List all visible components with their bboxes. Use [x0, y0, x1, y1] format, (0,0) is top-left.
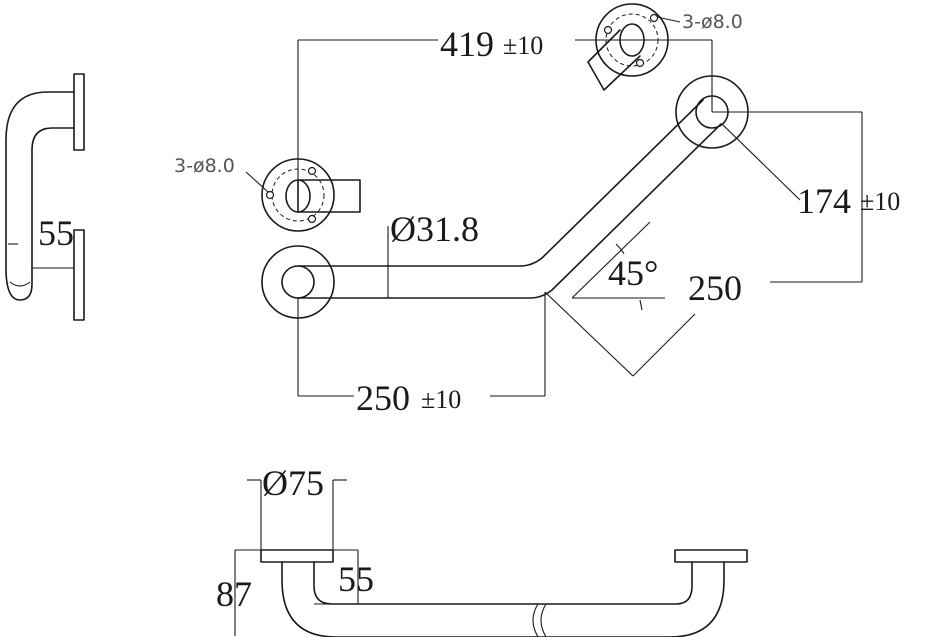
- left-mount-hole: [265, 190, 275, 200]
- side-clearance-label: 55: [38, 213, 74, 253]
- angle-arc: [615, 243, 625, 255]
- right-mount-detail: 3-ø8.0: [587, 3, 743, 91]
- top-tube-break: [532, 603, 539, 637]
- dimension-line: [632, 313, 696, 377]
- top-tube-outer: [281, 561, 725, 637]
- front-view: 3-ø8.0 3-ø8.0 419 ±10 1: [174, 3, 900, 418]
- side-flange-bottom: [73, 229, 85, 321]
- left-mount-hole: [307, 166, 317, 176]
- side-tube-inner: [31, 127, 75, 269]
- top-clearance-value: 55: [338, 559, 374, 599]
- tube-diameter-value: Ø31.8: [390, 209, 479, 249]
- dim-straight-length: 250 ±10: [297, 292, 546, 418]
- dim-overall-width: 419 ±10: [297, 24, 713, 190]
- left-mount-hole: [307, 214, 317, 224]
- left-mount-detail: 3-ø8.0: [174, 155, 361, 232]
- side-tube-outer: [5, 91, 75, 269]
- overall-width-value: 419: [440, 24, 494, 64]
- dim-angled-length: 250: [544, 123, 801, 377]
- left-flange-tube-end: [281, 265, 315, 299]
- bar-edge-top: [297, 99, 704, 267]
- flange-diameter-value: Ø75: [262, 463, 324, 503]
- bar-edge-bottom: [297, 123, 722, 299]
- projection-value: 87: [216, 574, 252, 614]
- left-mount-leader: [245, 171, 269, 193]
- extension-line: [721, 123, 801, 201]
- top-flange-right: [674, 549, 748, 563]
- left-mount-holes-note: 3-ø8.0: [174, 155, 235, 177]
- overall-width-tolerance: ±10: [503, 31, 543, 60]
- top-tube-break: [540, 603, 547, 637]
- right-mount-hole: [649, 13, 659, 23]
- left-mount-stub: [297, 179, 361, 213]
- rise-tolerance: ±10: [860, 187, 900, 216]
- top-tube-inner: [313, 561, 693, 605]
- side-tube-end-detail: [9, 281, 31, 287]
- angle-leg-line: [571, 221, 651, 299]
- right-mount-hole: [603, 25, 613, 35]
- dim-tube-diameter: Ø31.8: [387, 209, 479, 298]
- angled-length-value: 250: [688, 268, 742, 308]
- straight-length-value: 250: [356, 378, 410, 418]
- right-mount-stub: [587, 29, 641, 91]
- dim-angle: 45°: [571, 221, 665, 311]
- angle-tick: [639, 299, 643, 311]
- extension-line: [544, 291, 634, 377]
- side-tube-end: [5, 267, 33, 301]
- side-flange-top: [73, 73, 85, 151]
- angle-value: 45°: [608, 253, 658, 293]
- right-mount-holes-note: 3-ø8.0: [682, 11, 743, 33]
- straight-length-tolerance: ±10: [421, 385, 461, 414]
- side-view: 55: [5, 73, 85, 321]
- right-mount-hole: [635, 58, 645, 68]
- top-view: Ø75 87 55: [216, 463, 748, 637]
- top-flange-left: [260, 549, 334, 563]
- rise-value: 174: [797, 181, 851, 221]
- right-mount-leader: [656, 16, 681, 23]
- dim-rise: 174 ±10: [712, 111, 900, 283]
